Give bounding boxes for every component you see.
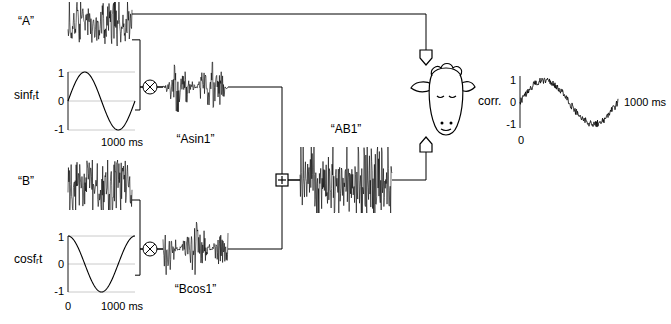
grid-line	[68, 236, 135, 237]
signal-wire	[132, 14, 426, 50]
sheep-nostril	[450, 122, 453, 125]
reference-plot	[68, 72, 135, 130]
axis-tick: 1	[510, 74, 516, 86]
axis-tick: -1	[54, 285, 64, 297]
noise-waveform	[68, 160, 132, 210]
signal-label: “AB1”	[331, 123, 362, 136]
axis-tick: 0	[58, 258, 64, 270]
correlation-plot	[520, 76, 618, 128]
signal-wire	[228, 87, 300, 180]
signal-label: sinfᵣt	[14, 89, 39, 102]
signal-wire	[132, 40, 163, 87]
plot-panel: corr.	[520, 76, 618, 128]
multiplier-symbol	[143, 242, 157, 256]
signal-label: “Asin1”	[176, 133, 214, 146]
signal-wire	[132, 200, 163, 249]
plot-panel: cosfᵣt	[68, 236, 135, 292]
multiplier-symbol	[143, 80, 157, 94]
axis-tick: 1000 ms	[624, 96, 666, 108]
signal-label: cosfᵣt	[14, 253, 42, 266]
signal-panel: “AB1”	[300, 147, 392, 213]
axis-line	[68, 236, 69, 292]
adder-symbol	[276, 174, 288, 186]
signal-panel: “B”	[68, 160, 132, 210]
input-arrow	[420, 137, 432, 152]
correlation-curve	[520, 78, 618, 127]
axis-tick: 1	[58, 231, 64, 243]
sheep-mouth	[441, 129, 451, 131]
noise-waveform	[300, 147, 392, 213]
grid-line	[68, 264, 135, 265]
sheep-eye	[449, 96, 456, 98]
axis-tick: 0	[65, 300, 71, 312]
reference-plot	[68, 236, 135, 292]
carrier-curve	[68, 72, 135, 130]
sheep-wool	[431, 64, 461, 77]
noise-waveform	[163, 62, 228, 112]
signal-wire	[228, 180, 300, 249]
noise-waveform	[68, 2, 132, 46]
grid-line	[68, 130, 135, 131]
axis-tick: 0	[58, 95, 64, 107]
axis-tick: -1	[506, 118, 516, 130]
sheep-head	[411, 64, 475, 136]
axis-tick: 1	[58, 67, 64, 79]
carrier-curve	[68, 236, 135, 292]
sheep-nostril	[441, 122, 444, 125]
sheep-eye	[437, 96, 444, 98]
axis-tick: 0	[510, 96, 516, 108]
sheep-face	[429, 68, 463, 135]
signal-panel: “A”	[68, 2, 132, 46]
signal-label: “B”	[18, 175, 34, 188]
signal-panel: “Asin1”	[163, 62, 228, 112]
axis-tick: 1000 ms	[101, 300, 143, 312]
axis-tick: -1	[54, 123, 64, 135]
signal-label: “A”	[18, 15, 34, 28]
signal-panel: “Bcos1”	[163, 222, 228, 276]
noise-waveform	[163, 222, 228, 275]
axis-tick: 0	[518, 134, 524, 146]
axis-tick: 1000 ms	[101, 136, 143, 148]
signal-wire	[392, 152, 426, 180]
input-arrow	[420, 50, 432, 65]
signal-label: corr.	[478, 95, 501, 108]
plot-panel: sinfᵣt	[68, 72, 135, 130]
signal-label: “Bcos1”	[175, 283, 216, 296]
grid-line	[68, 72, 135, 73]
